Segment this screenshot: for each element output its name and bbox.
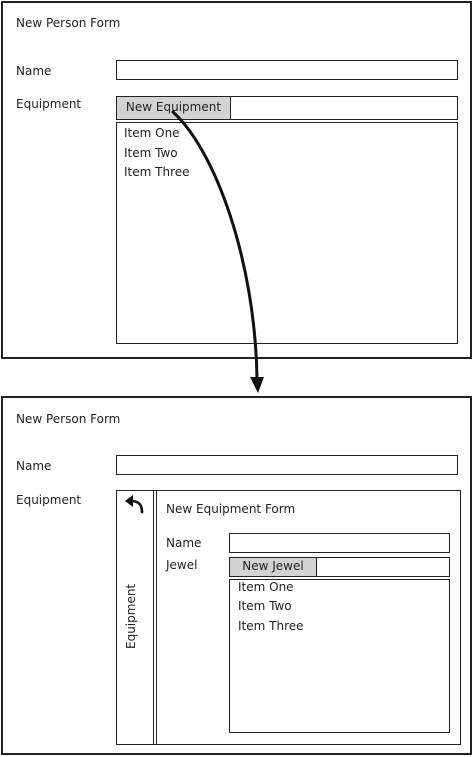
collapsed-panel-label: Equipment bbox=[124, 583, 138, 649]
collapsed-equipment-panel[interactable] bbox=[116, 490, 154, 745]
nested-form-title: New Equipment Form bbox=[166, 502, 296, 516]
bottom-name-input[interactable] bbox=[116, 455, 458, 475]
nested-name-label: Name bbox=[166, 536, 202, 550]
bottom-form-title: New Person Form bbox=[16, 412, 121, 426]
bottom-equipment-label: Equipment bbox=[16, 493, 82, 507]
list-item[interactable]: Item Two bbox=[238, 599, 292, 613]
back-arrow-icon[interactable] bbox=[123, 493, 147, 515]
jewel-list[interactable] bbox=[229, 579, 450, 733]
list-item[interactable]: Item Three bbox=[124, 165, 190, 179]
top-equipment-label: Equipment bbox=[16, 97, 82, 111]
list-item[interactable]: Item Three bbox=[238, 619, 304, 633]
new-equipment-button[interactable]: New Equipment bbox=[116, 96, 231, 120]
list-item[interactable]: Item One bbox=[238, 580, 294, 594]
bottom-name-label: Name bbox=[16, 459, 52, 473]
top-form-title: New Person Form bbox=[16, 16, 121, 30]
list-item[interactable]: Item One bbox=[124, 126, 180, 140]
top-name-input[interactable] bbox=[116, 60, 458, 80]
nested-name-input[interactable] bbox=[229, 533, 450, 553]
list-item[interactable]: Item Two bbox=[124, 146, 178, 160]
jewel-label: Jewel bbox=[166, 558, 198, 572]
top-name-label: Name bbox=[16, 64, 52, 78]
new-jewel-button[interactable]: New Jewel bbox=[229, 557, 317, 577]
